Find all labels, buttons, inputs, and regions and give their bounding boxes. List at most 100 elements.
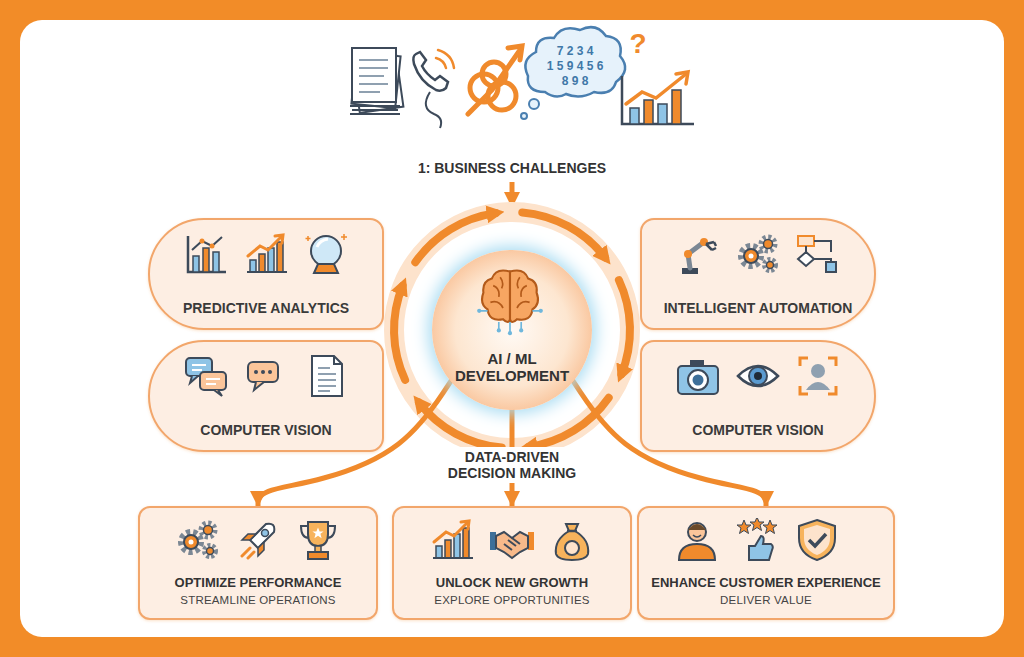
gears-icon-part bbox=[201, 523, 215, 537]
node-icons bbox=[432, 266, 592, 348]
cycle-ring-part bbox=[394, 286, 405, 380]
gears-icon-part bbox=[741, 246, 761, 266]
hand-icon-part bbox=[496, 532, 528, 558]
bub-icon-part bbox=[190, 376, 198, 383]
node-title: COMPUTER VISION bbox=[692, 422, 823, 438]
rise-icon-part bbox=[250, 260, 256, 272]
growth-chart-icon-part bbox=[644, 100, 653, 124]
growth-chart-icon-part bbox=[626, 74, 686, 104]
node-icons bbox=[394, 518, 634, 570]
node-title: PREDICTIVE ANALYTICS bbox=[183, 300, 349, 316]
thought-cloud bbox=[521, 27, 625, 119]
phone-icon bbox=[413, 50, 454, 128]
rise-icon-part bbox=[248, 236, 282, 256]
shield-icon-part bbox=[799, 520, 835, 560]
ball-icon-part bbox=[306, 234, 348, 241]
bars-icon bbox=[188, 236, 226, 272]
eye-icon-part bbox=[754, 372, 762, 380]
bars-icon-part bbox=[213, 252, 219, 272]
trophy-icon-part bbox=[301, 526, 335, 538]
brain-icon-part bbox=[510, 270, 538, 322]
rise-icon-part bbox=[463, 528, 469, 558]
arm-icon-part bbox=[684, 250, 692, 258]
brain-icon bbox=[477, 270, 543, 335]
bub2-icon-part bbox=[254, 382, 264, 390]
stage-label: 1: BUSINESS CHALLENGES bbox=[352, 160, 672, 176]
gears-icon-part bbox=[764, 259, 776, 271]
rise-icon-part bbox=[259, 254, 265, 272]
rocket-icon bbox=[242, 524, 274, 558]
flow-icon-part bbox=[826, 262, 836, 272]
outcome-box: OPTIMIZE PERFORMANCESTREAMLINE OPERATION… bbox=[138, 506, 378, 620]
capability-pill: PREDICTIVE ANALYTICS bbox=[148, 218, 384, 330]
thought-cloud-part bbox=[525, 27, 625, 96]
node-icons bbox=[642, 232, 878, 284]
gears-icon-part bbox=[204, 545, 216, 557]
brain-icon-part bbox=[482, 270, 510, 322]
brain-icon-part bbox=[497, 328, 501, 332]
flow-icon bbox=[798, 236, 836, 272]
node-title: UNLOCK NEW GROWTH bbox=[436, 575, 588, 590]
growth-chart-icon bbox=[622, 72, 694, 124]
rise-icon-part bbox=[247, 271, 287, 273]
rise-icon-part bbox=[277, 242, 283, 272]
gears-icon-part bbox=[204, 526, 213, 535]
rise-icon bbox=[247, 235, 287, 272]
gears-icon bbox=[181, 523, 216, 557]
face-icon-part bbox=[811, 364, 825, 378]
face-icon-part bbox=[800, 358, 836, 394]
gears-icon-part bbox=[181, 532, 201, 552]
eye-icon bbox=[738, 366, 778, 386]
phone-icon-part bbox=[436, 50, 454, 68]
person-icon-part bbox=[693, 535, 701, 537]
brain-icon-part bbox=[519, 328, 523, 332]
paper-stack-icon-part bbox=[359, 60, 388, 92]
capability-pill: COMPUTER VISION bbox=[148, 340, 384, 452]
eye-icon-part bbox=[749, 367, 767, 385]
rise-icon-part bbox=[433, 557, 473, 559]
brain-icon-part bbox=[477, 309, 481, 313]
gears-icon-part bbox=[207, 548, 214, 555]
person-icon-part bbox=[679, 544, 715, 560]
thought-cloud-part bbox=[529, 99, 539, 109]
flow-icon-part bbox=[814, 241, 831, 262]
doc-icon-part bbox=[312, 356, 342, 396]
node-icons bbox=[140, 518, 380, 570]
tangle-icon-part bbox=[468, 50, 520, 114]
question-mark: ? bbox=[624, 28, 652, 60]
paper-stack-icon bbox=[350, 48, 403, 114]
core-circle: AI / ML DEVELOPMENT bbox=[432, 250, 592, 410]
bub-icon-part bbox=[206, 379, 220, 384]
node-icons bbox=[639, 518, 897, 570]
node-title: OPTIMIZE PERFORMANCE bbox=[175, 575, 342, 590]
bars-icon-part bbox=[200, 239, 205, 244]
ball-icon bbox=[306, 234, 348, 273]
arm-icon bbox=[682, 238, 716, 274]
arm-icon-part bbox=[706, 242, 716, 250]
bub2-icon-part bbox=[248, 362, 278, 382]
bub2-icon-part bbox=[261, 370, 265, 374]
rocket-icon-part bbox=[262, 530, 269, 537]
bub-icon-part bbox=[192, 365, 206, 370]
doc-icon bbox=[312, 356, 342, 396]
gears-icon-part bbox=[184, 535, 198, 549]
rise-icon bbox=[433, 521, 473, 558]
bub-icon-part bbox=[200, 372, 226, 390]
tangle-icon bbox=[468, 46, 522, 114]
thought-cloud-part bbox=[521, 113, 527, 119]
bub2-icon-part bbox=[268, 370, 272, 374]
bag-icon-part bbox=[556, 524, 588, 560]
gears-icon-part bbox=[764, 240, 773, 249]
bars-icon-part bbox=[210, 244, 215, 249]
shield-icon-part bbox=[809, 534, 826, 546]
flow-icon-part bbox=[798, 236, 814, 246]
cam-icon-part bbox=[693, 375, 704, 386]
trophy-icon-part bbox=[308, 552, 328, 559]
outcome-box: UNLOCK NEW GROWTHEXPLORE OPPORTUNITIES bbox=[392, 506, 632, 620]
rise-icon-part bbox=[436, 546, 442, 558]
outcome-box: ENHANCE CUSTOMER EXPERIENCEDELIVER VALUE bbox=[637, 506, 895, 620]
bag-icon-part bbox=[565, 541, 579, 555]
ball-icon-part bbox=[314, 264, 338, 273]
cloud-digits: 8 9 8 bbox=[538, 75, 612, 89]
